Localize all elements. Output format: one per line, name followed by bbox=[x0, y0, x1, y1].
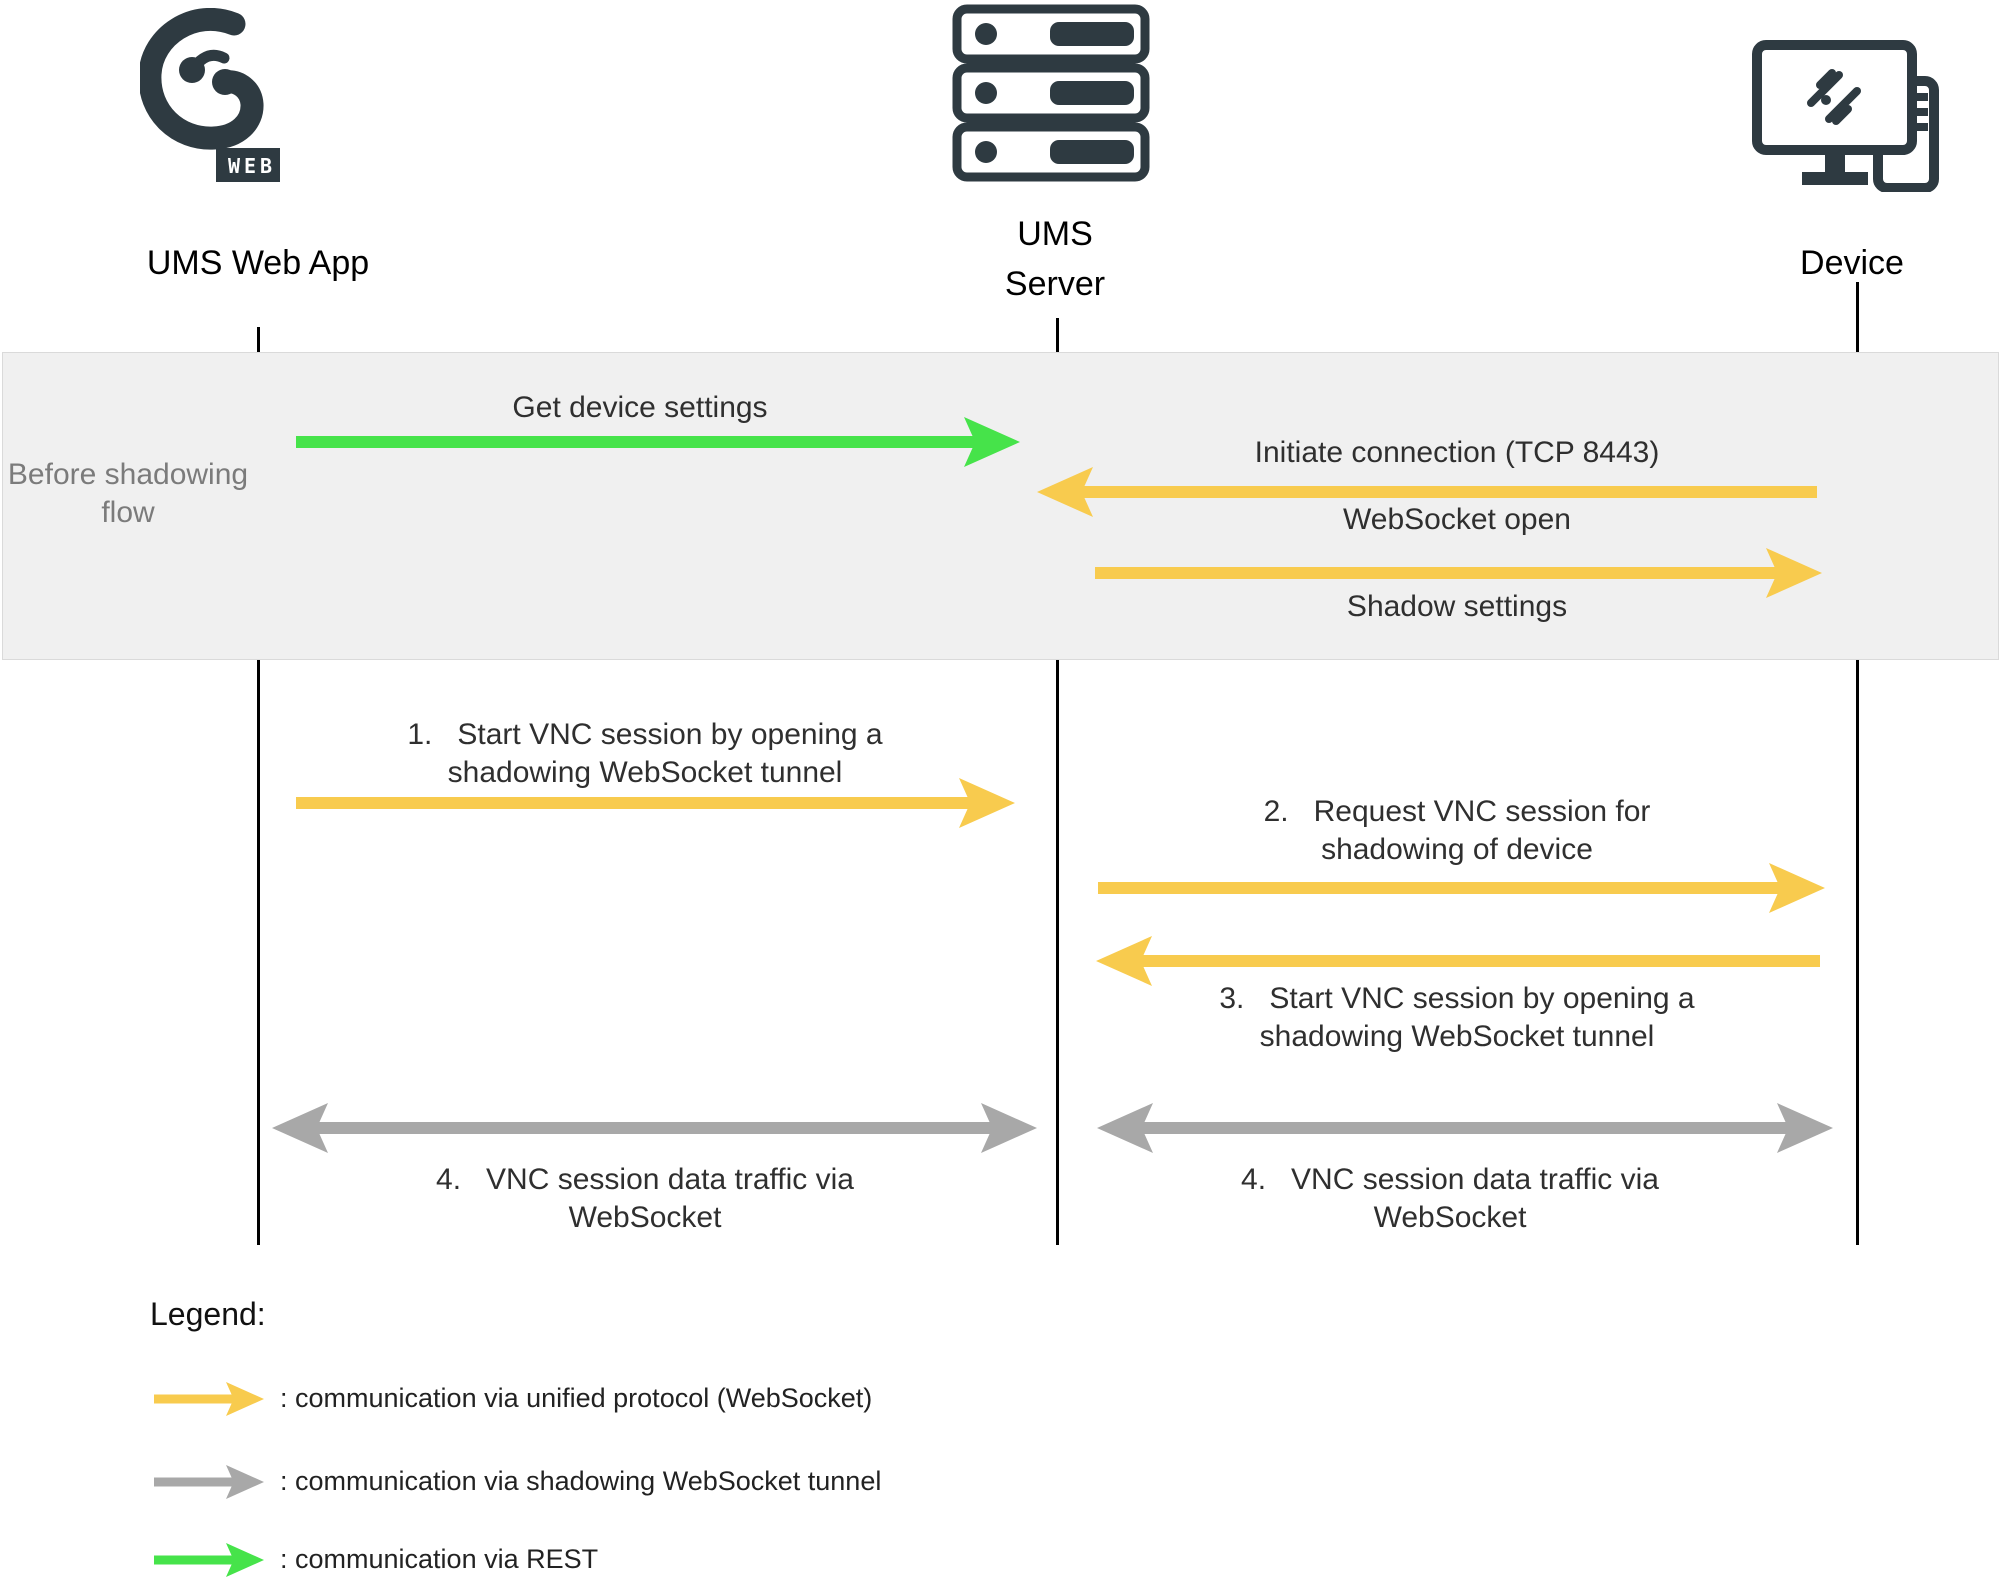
actor-label-ums-server: UMS Server bbox=[1004, 215, 1106, 303]
lifeline-ums-server bbox=[1056, 318, 1059, 1245]
message-step2: 2. Request VNC session for shadowing of … bbox=[1263, 795, 1651, 866]
legend-yellow-arrow bbox=[154, 1382, 264, 1416]
ums-web-app-logo-icon: WEB bbox=[140, 8, 280, 182]
legend-item-shadowing-tunnel: : communication via shadowing WebSocket … bbox=[280, 1466, 882, 1496]
arrow-step3-start-vnc-session bbox=[1096, 936, 1820, 986]
legend-green-arrow bbox=[154, 1543, 264, 1577]
legend-item-unified-protocol: : communication via unified protocol (We… bbox=[280, 1383, 873, 1413]
before-shadowing-phase-band bbox=[2, 352, 1999, 660]
message-initiate-connection: Initiate connection (TCP 8443) bbox=[1254, 436, 1660, 469]
message-get-device-settings: Get device settings bbox=[512, 391, 768, 424]
message-step4-right: 4. VNC session data traffic via WebSocke… bbox=[1241, 1163, 1659, 1234]
ums-server-icon bbox=[952, 4, 1150, 182]
actor-label-ums-web-app: UMS Web App bbox=[146, 244, 370, 282]
lifeline-ums-web-app bbox=[257, 327, 260, 1245]
arrow-initiate-connection bbox=[1037, 467, 1817, 517]
lifeline-device bbox=[1856, 282, 1859, 1245]
web-badge: WEB bbox=[216, 148, 280, 182]
phase-band-label: Before shadowing flow bbox=[7, 458, 249, 529]
legend-gray-arrow bbox=[154, 1465, 264, 1499]
arrow-websocket-open bbox=[1095, 548, 1822, 598]
message-step4-left: 4. VNC session data traffic via WebSocke… bbox=[436, 1163, 854, 1234]
legend-title: Legend: bbox=[150, 1296, 266, 1332]
message-shadow-settings: Shadow settings bbox=[1346, 590, 1568, 623]
arrow-get-device-settings bbox=[296, 417, 1020, 467]
web-badge-label: WEB bbox=[228, 154, 276, 178]
server-rack-unit bbox=[952, 122, 1150, 182]
legend-item-rest: : communication via REST bbox=[280, 1544, 599, 1574]
arrow-step2-request-vnc-session bbox=[1098, 863, 1825, 913]
message-websocket-open: WebSocket open bbox=[1343, 503, 1571, 536]
arrow-step4-vnc-traffic-right bbox=[1097, 1103, 1833, 1153]
device-icon bbox=[1752, 40, 1939, 192]
arrow-step1-start-vnc-session bbox=[296, 778, 1015, 828]
server-rack-unit bbox=[952, 4, 1150, 64]
igel-logo-glyph bbox=[1807, 69, 1861, 125]
server-rack-unit bbox=[952, 63, 1150, 123]
arrow-step4-vnc-traffic-left bbox=[272, 1103, 1037, 1153]
actor-label-device: Device bbox=[1800, 244, 1904, 282]
message-step1: 1. Start VNC session by opening a shadow… bbox=[407, 718, 883, 789]
message-step3: 3. Start VNC session by opening a shadow… bbox=[1219, 982, 1695, 1053]
